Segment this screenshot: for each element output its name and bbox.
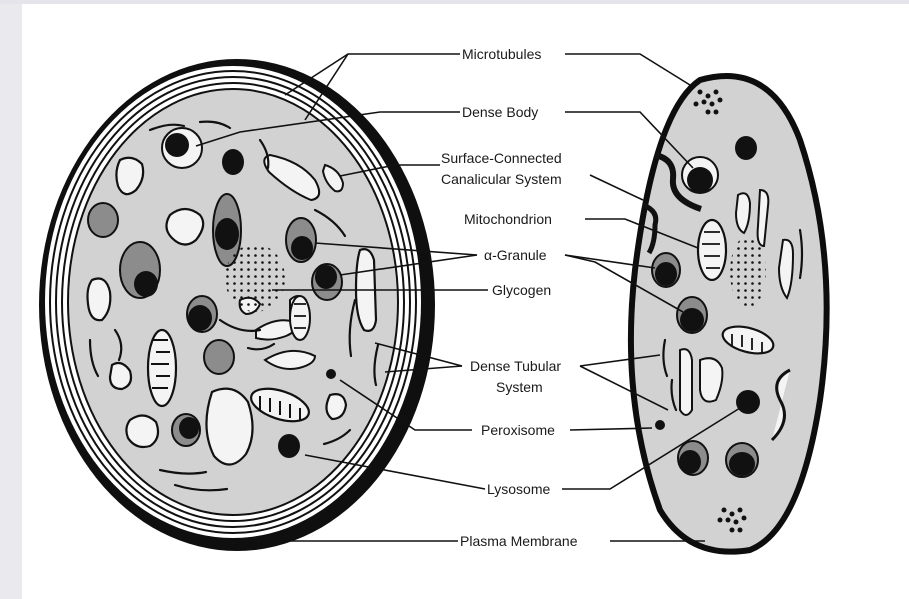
label-peroxisome: Peroxisome [481,422,555,438]
alpha-granule [120,242,160,298]
side-glycogen [730,236,766,308]
alpha-granule [286,218,316,262]
tubule [680,349,692,415]
alpha-granule [678,441,708,475]
label-plasma-membrane: Plasma Membrane [460,533,578,549]
mitochondrion [698,220,726,280]
label-dense-body: Dense Body [462,104,538,120]
label-microtubules: Microtubules [462,46,541,62]
peroxisome-left [326,369,336,379]
side-peroxisome [655,420,665,430]
alpha-granule [652,253,680,287]
label-dts-line1: Dense Tubular [470,358,561,374]
mitochondrion [290,296,310,340]
side-dense-granule [735,136,757,160]
vacuole [126,415,158,447]
alpha-granule [187,296,217,332]
label-scs-line1: Surface-Connected [441,150,562,166]
dense-granule [222,149,244,175]
vacuole [206,389,252,465]
label-lysosome: Lysosome [487,481,551,497]
mitochondrion [148,330,176,406]
granule [204,340,234,374]
tubule [700,358,722,401]
label-dts-line2: System [496,379,543,395]
alpha-granule [172,414,200,446]
lysosome-left [278,434,300,458]
alpha-granule [726,443,758,477]
alpha-granule [677,297,707,333]
vacuole [110,363,131,389]
vacuole [166,209,203,245]
label-mitochondrion: Mitochondrion [464,211,552,227]
glycogen-cluster [225,244,285,312]
vacuole [326,394,346,419]
side-lysosome [736,390,760,414]
dense-body [162,128,202,168]
label-scs-line2: Canalicular System [441,171,562,187]
side-plasma-membrane [631,76,827,552]
platelet-side-section [631,76,827,552]
labels: Microtubules Dense Body Surface-Connecte… [441,46,578,549]
label-glycogen: Glycogen [492,282,551,298]
alpha-granule [312,264,342,300]
granule [88,203,118,237]
label-alpha-granule: α-Granule [484,247,547,263]
vacuole [88,279,111,321]
